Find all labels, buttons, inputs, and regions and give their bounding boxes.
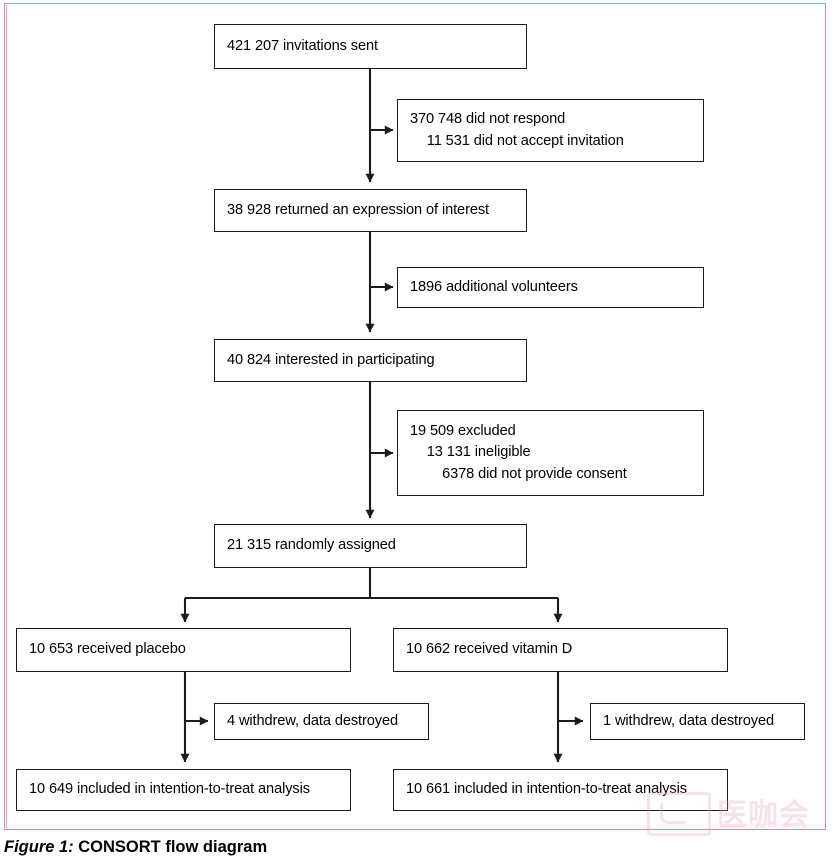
node-vitamind-arm-line-1: 10 662 received vitamin D bbox=[406, 641, 573, 658]
node-expression-of-interest-line-1: 38 928 returned an expression of interes… bbox=[227, 201, 490, 218]
node-vitamind-withdrew: 1 withdrew, data destroyed bbox=[590, 703, 805, 740]
figure-caption-text: CONSORT flow diagram bbox=[78, 838, 268, 856]
node-did-not-respond-line-1: 370 748 did not respond bbox=[410, 111, 566, 128]
node-interested-in-participating: 40 824 interested in participating bbox=[214, 339, 527, 382]
node-excluded: 19 509 excluded 13 131 ineligible 6378 d… bbox=[397, 410, 704, 496]
node-additional-volunteers: 1896 additional volunteers bbox=[397, 267, 704, 308]
node-placebo-itt-line-1: 10 649 included in intention-to-treat an… bbox=[29, 781, 310, 798]
node-expression-of-interest: 38 928 returned an expression of interes… bbox=[214, 189, 527, 232]
node-invitations-line-1: 421 207 invitations sent bbox=[227, 37, 378, 54]
node-additional-volunteers-line-1: 1896 additional volunteers bbox=[410, 278, 578, 295]
node-excluded-line-2: 13 131 ineligible bbox=[426, 444, 531, 461]
node-did-not-respond: 370 748 did not respond 11 531 did not a… bbox=[397, 99, 704, 162]
node-placebo-withdrew: 4 withdrew, data destroyed bbox=[214, 703, 429, 740]
node-invitations-sent: 421 207 invitations sent bbox=[214, 24, 527, 69]
node-placebo-withdrew-line-1: 4 withdrew, data destroyed bbox=[227, 712, 399, 729]
connector-layer bbox=[180, 68, 584, 763]
node-excluded-line-3: 6378 did not provide consent bbox=[442, 465, 627, 482]
node-did-not-respond-line-2: 11 531 did not accept invitation bbox=[426, 132, 624, 149]
node-vitamind-withdrew-line-1: 1 withdrew, data destroyed bbox=[603, 712, 775, 729]
node-placebo-arm: 10 653 received placebo bbox=[16, 628, 351, 672]
figure-caption: Figure 1: CONSORT flow diagram bbox=[4, 838, 704, 857]
node-randomly-assigned-line-1: 21 315 randomly assigned bbox=[227, 537, 396, 554]
node-excluded-line-1: 19 509 excluded bbox=[410, 423, 516, 440]
figure-caption-label: Figure 1: bbox=[4, 838, 79, 856]
node-vitamind-itt: 10 661 included in intention-to-treat an… bbox=[393, 769, 728, 811]
node-placebo-itt: 10 649 included in intention-to-treat an… bbox=[16, 769, 351, 811]
node-interested-line-1: 40 824 interested in participating bbox=[227, 351, 435, 368]
node-vitamind-arm: 10 662 received vitamin D bbox=[393, 628, 728, 672]
consort-flow-diagram: 421 207 invitations sent 370 748 did not… bbox=[16, 24, 809, 836]
node-placebo-arm-line-1: 10 653 received placebo bbox=[29, 641, 186, 658]
node-vitamind-itt-line-1: 10 661 included in intention-to-treat an… bbox=[406, 781, 687, 798]
node-randomly-assigned: 21 315 randomly assigned bbox=[214, 524, 527, 568]
